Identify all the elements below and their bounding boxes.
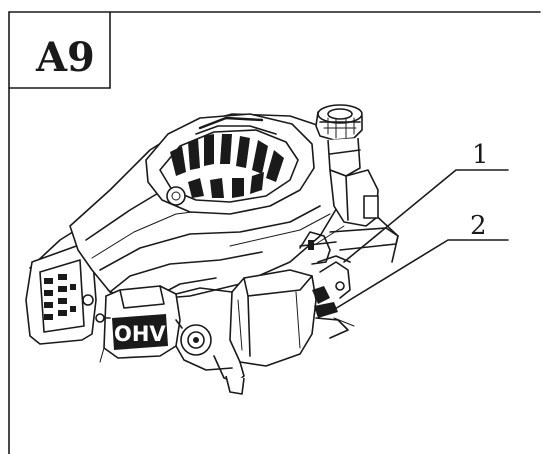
cooling-fins: [170, 134, 284, 198]
callout-1: 1: [343, 140, 509, 263]
throttle-linkage: [299, 225, 351, 265]
recoil-starter: [145, 113, 315, 215]
crankcase: [82, 287, 245, 395]
callout-label-2: 2: [470, 211, 487, 241]
air-filter-housing: [229, 261, 355, 367]
spark-plug: [175, 319, 212, 356]
figure-frame: [8, 11, 541, 454]
side-bracket: [299, 169, 399, 251]
callout-2: 2: [329, 211, 509, 313]
fuel-cap: [315, 104, 363, 177]
figure-label: A9: [35, 34, 95, 81]
engine-illustration: OHV: [25, 104, 399, 395]
valve-cover: OHV: [99, 285, 181, 363]
ohv-logo: OHV: [114, 322, 166, 346]
callout-label-1: 1: [472, 140, 489, 170]
